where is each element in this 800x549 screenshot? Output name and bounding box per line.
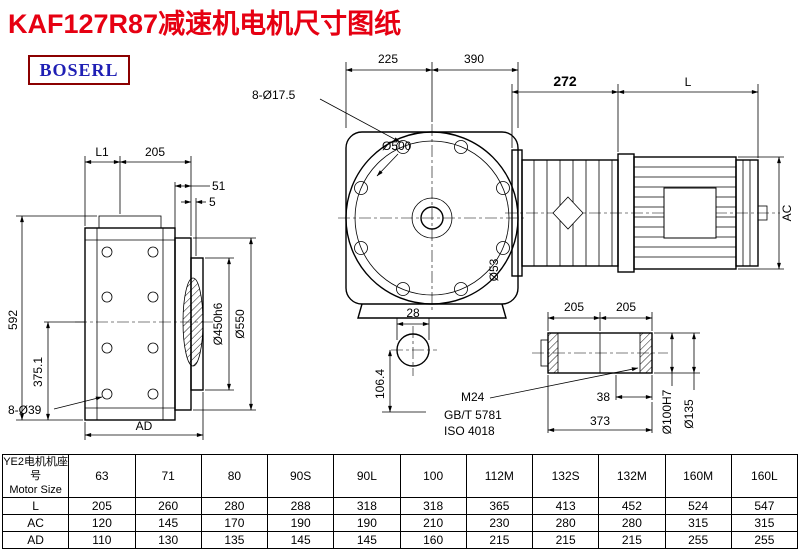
- table-cell: 145: [266, 531, 335, 549]
- table-cell: 215: [465, 531, 534, 549]
- table-cell: 280: [200, 497, 269, 515]
- table-header-cell: 71: [134, 454, 202, 498]
- dim-label-272: 272: [553, 73, 577, 89]
- thread-callout-m24: M24: [461, 390, 485, 404]
- table-cell: 230: [465, 514, 534, 532]
- dim-label-AD: AD: [136, 419, 153, 433]
- table-cell: 318: [333, 497, 401, 515]
- dim-label-375: 375.1: [31, 357, 45, 387]
- table-header-cell: 160M: [664, 454, 732, 498]
- table-cell: 190: [333, 514, 401, 532]
- table-cell: 215: [598, 531, 666, 549]
- front-view: 225 390 8-Ø17.5 Ø500 Ø53: [252, 52, 526, 319]
- dim-label-d135: Ø135: [682, 399, 696, 429]
- table-header-cell: 90L: [333, 454, 401, 498]
- table-header-row: YE2电机机座号 Motor Size 63 71 80 90S 90L 100…: [1, 454, 799, 498]
- output-side-view: L1 205 51 5 592 375.1 8-Ø39 AD Ø450h6: [6, 145, 256, 440]
- dim-label-d100h7: Ø100H7: [660, 389, 674, 434]
- table-header-cell: 132M: [598, 454, 666, 498]
- table-cell: 255: [730, 531, 799, 549]
- table-header-motor-size: YE2电机机座号 Motor Size: [1, 454, 70, 498]
- dim-label-51: 51: [212, 179, 226, 193]
- shaft-section-detail: 205 205 38 373 M24 GB/T 5781 ISO 4018 Ø1…: [444, 300, 700, 438]
- table-cell: 288: [266, 497, 335, 515]
- table-cell: 190: [266, 514, 335, 532]
- table-cell: 524: [664, 497, 732, 515]
- dim-label-d53: Ø53: [487, 258, 501, 281]
- table-row-AD: AD 110 130 135 145 145 160 215 215 215 2…: [1, 531, 799, 549]
- dim-label-5: 5: [209, 195, 216, 209]
- table-cell: 145: [333, 531, 401, 549]
- dim-label-373: 373: [590, 414, 610, 428]
- dim-label-d500: Ø500: [382, 139, 412, 153]
- dim-label-592: 592: [6, 310, 20, 330]
- dim-label-28: 28: [406, 306, 420, 320]
- row-label-AD: AD: [1, 531, 70, 549]
- table-cell: 280: [531, 514, 600, 532]
- table-cell: 205: [68, 497, 136, 515]
- standard-iso: ISO 4018: [444, 424, 495, 438]
- dim-label-L1: L1: [95, 145, 109, 159]
- table-cell: 413: [531, 497, 600, 515]
- dim-label-205-right: 205: [616, 300, 636, 314]
- hole-callout-flange: 8-Ø17.5: [252, 88, 296, 102]
- table-header-cell: 160L: [730, 454, 799, 498]
- dim-label-205-left: 205: [564, 300, 584, 314]
- table-row-AC: AC 120 145 170 190 190 210 230 280 280 3…: [1, 514, 799, 532]
- dim-label-L: L: [685, 75, 692, 89]
- brand-logo: BOSERL: [28, 55, 130, 85]
- hole-callout-8-39: 8-Ø39: [8, 403, 42, 417]
- dim-label-d550: Ø550: [233, 309, 247, 339]
- table-cell: 280: [598, 514, 666, 532]
- table-header-cn: YE2电机机座号: [3, 456, 69, 482]
- table-header-cell: 63: [68, 454, 136, 498]
- table-cell: 452: [598, 497, 666, 515]
- table-cell: 130: [134, 531, 202, 549]
- dim-label-d450h6: Ø450h6: [211, 302, 225, 345]
- table-cell: 547: [730, 497, 799, 515]
- table-cell: 110: [68, 531, 136, 549]
- table-cell: 135: [200, 531, 269, 549]
- dim-label-225: 225: [378, 52, 398, 66]
- dimension-drawing: L1 205 51 5 592 375.1 8-Ø39 AD Ø450h6: [6, 52, 794, 440]
- table-cell: 170: [200, 514, 269, 532]
- table-header-cell: 100: [399, 454, 467, 498]
- table-header-cell: 80: [200, 454, 269, 498]
- dim-label-205: 205: [145, 145, 165, 159]
- table-cell: 260: [134, 497, 202, 515]
- table-cell: 318: [399, 497, 467, 515]
- table-header-cell: 90S: [266, 454, 335, 498]
- shaft-end-view: 28 106.4: [373, 306, 437, 413]
- table-cell: 215: [531, 531, 600, 549]
- table-cell: 210: [399, 514, 467, 532]
- motor-side-view: 272 L AC: [505, 73, 794, 277]
- table-cell: 160: [399, 531, 467, 549]
- dim-label-390: 390: [464, 52, 484, 66]
- table-cell: 255: [664, 531, 732, 549]
- table-header-cell: 112M: [465, 454, 534, 498]
- table-row-L: L 205 260 280 288 318 318 365 413 452 52…: [1, 497, 799, 515]
- standard-gb: GB/T 5781: [444, 408, 502, 422]
- table-cell: 315: [730, 514, 799, 532]
- row-label-L: L: [1, 497, 70, 515]
- table-cell: 120: [68, 514, 136, 532]
- table-cell: 145: [134, 514, 202, 532]
- motor-size-table: YE2电机机座号 Motor Size 63 71 80 90S 90L 100…: [1, 454, 799, 549]
- table-cell: 315: [664, 514, 732, 532]
- dim-label-106: 106.4: [373, 369, 387, 399]
- row-label-AC: AC: [1, 514, 70, 532]
- table-header-cell: 132S: [531, 454, 600, 498]
- dim-label-AC: AC: [780, 204, 794, 221]
- dim-label-38: 38: [597, 390, 611, 404]
- page-title: KAF127R87减速机电机尺寸图纸: [8, 9, 402, 39]
- table-cell: 365: [465, 497, 534, 515]
- table-header-en: Motor Size: [9, 484, 62, 496]
